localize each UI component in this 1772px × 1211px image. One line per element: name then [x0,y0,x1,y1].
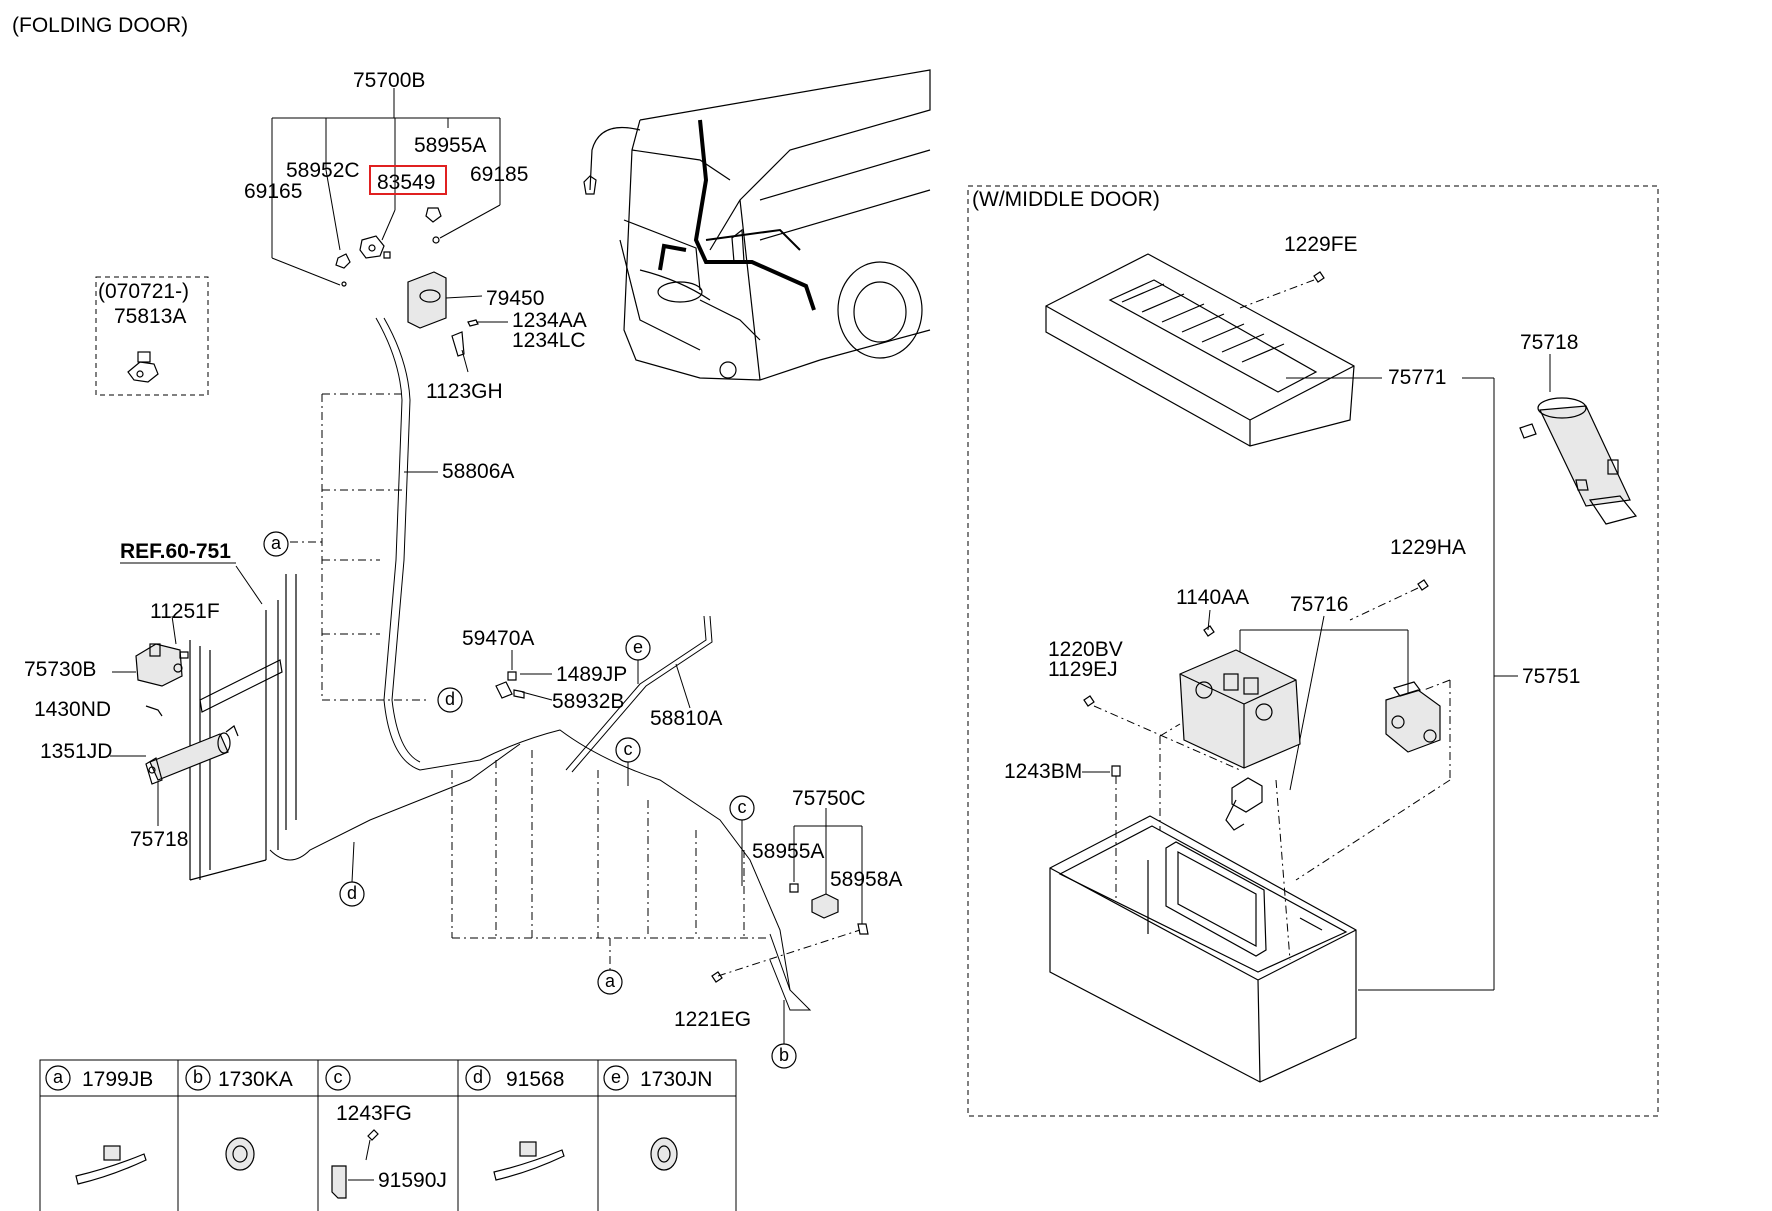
callout-75730B: 75730B [24,658,96,681]
hinge-bracket-icon [407,271,508,373]
callout-58955A-mid: 58955A [752,840,824,863]
tube-58810A [269,615,713,861]
callout-11251F: 11251F [150,600,220,623]
callout-75813A: 75813A [114,305,186,328]
callout-58932B: 58932B [552,690,624,713]
callout-75718-left: 75718 [130,828,188,851]
legend-a-part: 1799JB [82,1068,153,1091]
bus-illustration [583,69,931,381]
callout-58958A: 58958A [830,868,902,891]
legend-e-part: 1730JN [640,1068,712,1091]
legend-d-letter: d [473,1067,483,1087]
assembly-75751-bracket [1358,377,1518,991]
callout-75718-right: 75718 [1520,331,1578,354]
cylinder-75718-left-icon [110,725,239,826]
grommet-icon-e [650,1137,678,1171]
date-range-box [95,276,209,396]
callout-1234LC: 1234LC [512,329,586,352]
callout-1129EJ: 1129EJ [1048,658,1118,681]
callout-1430ND: 1430ND [34,698,111,721]
marker-d-1 [437,687,463,713]
fitting-59470A-icon [495,650,553,701]
legend-a-letter: a [53,1067,64,1087]
callout-1229HA: 1229HA [1390,536,1466,559]
callout-59470A: 59470A [462,627,534,650]
legend-a-marker [45,1065,71,1091]
leaders-a-left [290,393,430,701]
battery-box-icon [1049,815,1357,1083]
legend-e-letter: e [611,1067,621,1087]
callout-1123GH: 1123GH [426,380,503,403]
valve-small-icon [1385,681,1441,753]
ref-label: REF.60-751 [120,540,231,563]
callout-1234AA: 1234AA [512,309,587,332]
callout-79450: 79450 [486,287,544,310]
actuator-75813A-icon [127,351,159,383]
legend-d-marker [465,1065,491,1091]
callout-58806A: 58806A [442,460,514,483]
cable-tie-icon-d [493,1141,565,1181]
callout-1489JP: 1489JP [556,663,627,686]
leaders-a-bottom [451,750,766,970]
callout-75751: 75751 [1522,665,1580,688]
callout-75716: 75716 [1290,593,1348,616]
marker-c-1-text: c [624,739,633,759]
callout-1220BV: 1220BV [1048,638,1123,661]
valve-block-icon [1179,649,1301,831]
callout-58810A: 58810A [650,707,722,730]
marker-e-1-text: e [633,637,643,657]
marker-a-1-text: a [271,533,282,553]
legend-b-marker [185,1065,211,1091]
middle-door-box [967,185,1659,1117]
assembly-75750C [711,808,869,1011]
callout-1351JD: 1351JD [40,740,112,763]
callout-75700B: 75700B [353,69,425,92]
marker-c-2-text: c [738,797,747,817]
legend-c-part-bottom: 91590J [378,1169,447,1192]
legend-d-part: 91568 [506,1068,564,1091]
middle-door-heading: (W/MIDDLE DOOR) [972,188,1160,211]
hose-58806A [375,317,791,991]
legend-b-letter: b [193,1067,203,1087]
callout-75750C: 75750C [792,787,866,810]
callout-58952C: 58952C [286,159,360,182]
marker-a-2 [597,969,623,995]
highlight-box-83549 [369,165,447,195]
callout-1243BM: 1243BM [1004,760,1082,783]
bracket-icon-c [331,1129,379,1199]
legend-b-part: 1730KA [218,1068,293,1091]
marker-a-2-text: a [605,971,616,991]
marker-b-1-text: b [779,1045,789,1065]
callout-75771: 75771 [1388,366,1446,389]
legend-c-letter: c [334,1067,343,1087]
legend-e-marker [603,1065,629,1091]
legend-c-part-top: 1243FG [336,1102,412,1125]
callout-83549: 83549 [377,171,435,194]
assembly-75700B [271,88,501,286]
marker-d-1-text: d [445,689,455,709]
cable-tie-icon-a [75,1145,147,1185]
cylinder-75718-right-icon [1519,397,1638,525]
callout-1140AA: 1140AA [1176,586,1249,609]
date-range-label: (070721-) [98,280,189,303]
grommet-icon-b [225,1137,255,1171]
valve-cluster-icon [335,207,442,287]
legend-table [39,1059,737,1211]
callout-1229FE: 1229FE [1284,233,1358,256]
callout-1221EG: 1221EG [674,1008,751,1031]
legend-c-marker [325,1065,351,1091]
marker-d-2-text: d [347,883,357,903]
callout-69185: 69185 [470,163,528,186]
dash-leaders-right [1159,679,1451,961]
valve-75730B-icon [112,615,189,717]
step-plate-75771-icon [1045,253,1382,447]
callout-69165: 69165 [244,180,302,203]
callout-58955A-top: 58955A [414,134,486,157]
folding-door-heading: (FOLDING DOOR) [12,14,188,37]
marker-a-1 [263,531,289,557]
